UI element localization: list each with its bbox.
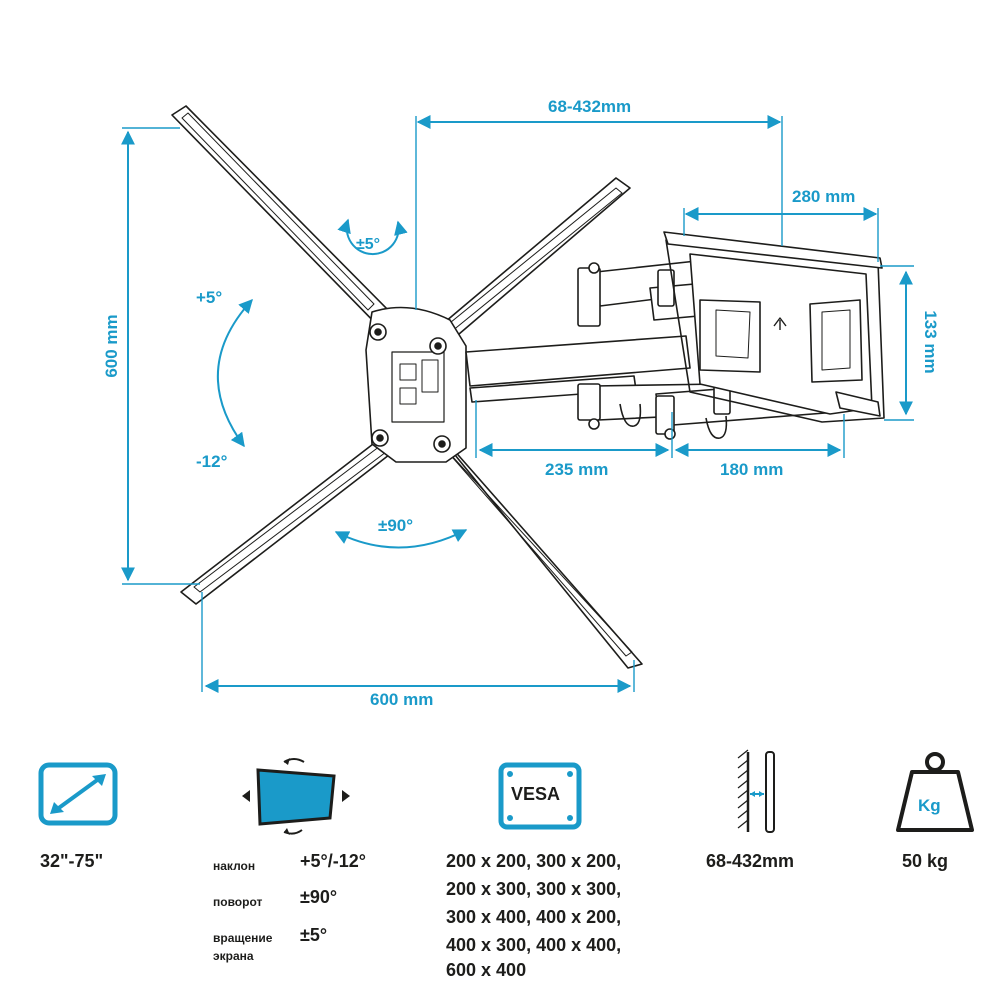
vesa-cross-bracket [171,105,643,669]
tilt-value: +5°/-12° [300,851,366,871]
swivel-label: поворот [213,895,263,909]
vesa-line-5: 600 x 400 [446,960,527,980]
vesa-icon-label: VESA [511,784,561,804]
weight-icon-label: Kg [918,796,941,815]
wall-distance-icon [737,749,775,833]
vesa-plate-icon [498,762,582,830]
diagonal-arrow-icon [38,762,118,826]
weight-icon [896,752,974,832]
rotation-angle-label: ±5° [356,236,381,253]
vesa-line-2: 200 x 300, 300 x 300, [446,879,622,899]
wall-plate [663,231,885,423]
vesa-line-3: 300 x 400, 400 x 200, [446,907,622,927]
dim-wall-plate-height-label: 133 mm [921,310,940,374]
vesa-line-4: 400 x 300, 400 x 400, [446,935,622,955]
dim-arm-segment-1-label: 235 mm [545,460,609,479]
dim-vesa-height-label: 600 mm [102,314,121,378]
tv-mount-drawing [121,105,914,693]
screen-rotation-label-line2: экрана [213,949,254,963]
swivel-value: ±90° [300,887,338,907]
dim-vesa-width-label: 600 mm [370,690,434,709]
tilt-down-label: -12° [196,452,228,471]
dim-arm-segment-2-label: 180 mm [720,460,784,479]
screen-rotation-value: ±5° [300,925,328,945]
screen-rotation-label-line1: вращение [213,931,273,945]
tilt-swivel-screen-icon [242,758,350,835]
dimension-lines [121,115,914,693]
screen-size-value: 32"-75" [40,851,104,871]
vesa-line-1: 200 x 200, 300 x 200, [446,851,622,871]
tilt-up-label: +5° [196,288,223,307]
swivel-angle-label: ±90° [378,516,414,535]
load-capacity-value: 50 kg [902,851,949,871]
dim-wall-plate-width-label: 280 mm [792,187,856,206]
wall-distance-value: 68-432mm [706,851,795,871]
tilt-label: наклон [213,859,256,873]
dim-arm-extension-label: 68-432mm [548,97,632,116]
